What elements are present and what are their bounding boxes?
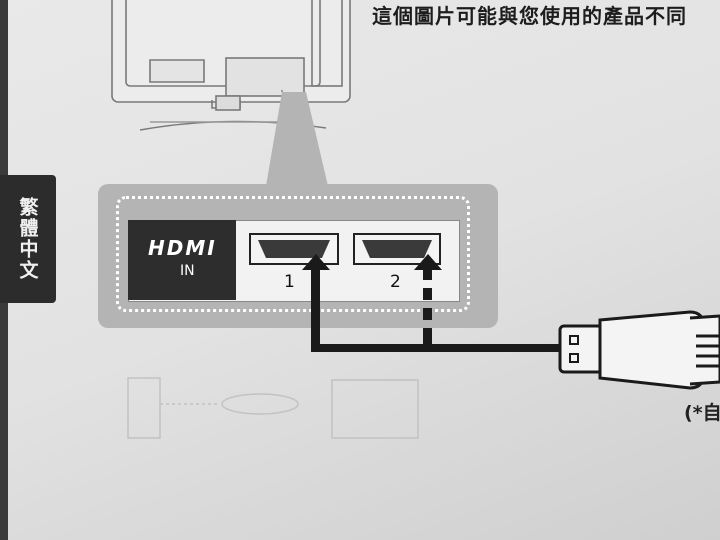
port-2-number: 2 [390,272,401,292]
hdmi-panel-dotted-border [116,196,470,312]
arrow-to-port-1-icon [302,254,330,350]
language-tab: 繁體中文 [0,175,56,303]
hdmi-input-label: IN [180,263,195,279]
language-tab-label: 繁體中文 [16,197,39,281]
zoom-callout [266,92,328,186]
faded-background-icons [127,377,419,439]
top-caption: 這個圖片可能與您使用的產品不同 [372,4,687,28]
port-1-number: 1 [284,272,295,292]
hdmi-cable-plug-icon [558,310,720,390]
hdmi-logo: HDMI [148,236,217,260]
hdmi-label-block [128,220,236,300]
hdmi-port-1-icon [249,233,339,265]
cable-line [311,344,561,352]
corner-note: (*自 [684,402,720,424]
arrow-to-port-2-icon [414,254,442,340]
